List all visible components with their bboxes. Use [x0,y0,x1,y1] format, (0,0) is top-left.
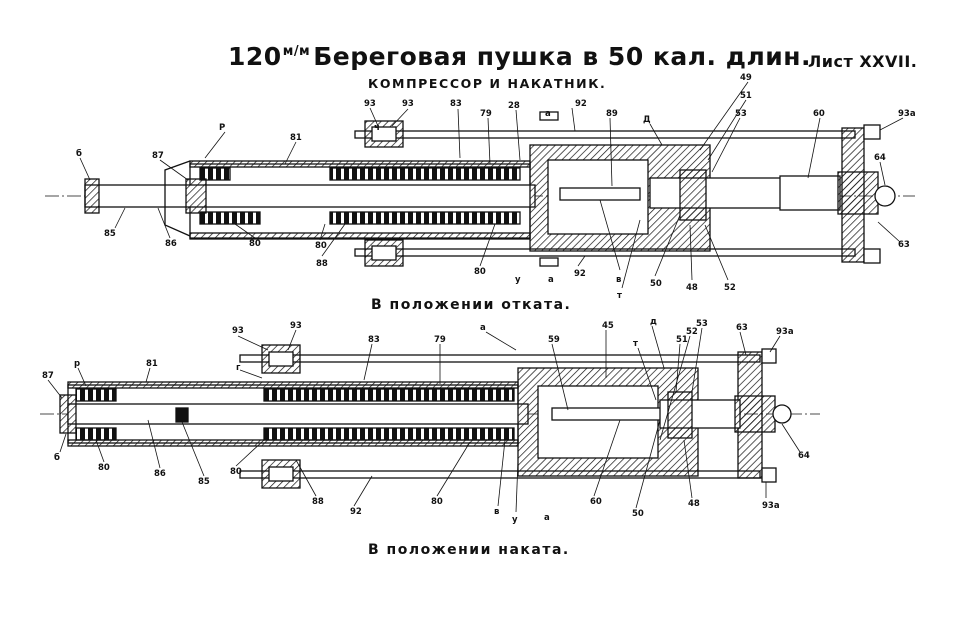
title-text: Береговая пушка в 50 кал. длин. [313,42,812,71]
label: 83 [368,335,380,345]
caption-run-out-position: В положении наката. [368,542,570,558]
label: 50 [632,509,644,519]
label: 52 [686,327,698,337]
label: 51 [676,335,688,345]
labels-top: 93 93 83 79 28 а 92 Д 49 51 53 60 93а Р … [76,73,916,301]
label: 63 [898,240,910,250]
label: 49 [740,73,752,83]
label: 52 [724,283,736,293]
label: 51 [740,91,752,101]
label: т [633,339,638,349]
label: 60 [813,109,825,119]
label: 80 [431,497,443,507]
label: 93 [232,326,244,336]
label: в [494,507,499,517]
label: 60 [590,497,602,507]
label: 63 [736,323,748,333]
label: 93 [364,99,376,109]
label: 89 [606,109,618,119]
title-number: 120 [228,42,282,71]
caption-recoil-position: В положении отката. [371,297,572,313]
label: 93 [290,321,302,331]
label: б [54,452,60,463]
label: Р [219,123,225,133]
label: г [236,363,241,373]
label: 93а [776,327,794,337]
label: 83 [450,99,462,109]
label: 86 [165,239,177,249]
label: р [74,359,80,369]
label: д [650,317,657,327]
label: б [76,148,82,159]
label: 93 [402,99,414,109]
title-unit: м/м [282,44,311,59]
label: а [548,275,554,285]
label: 85 [198,477,210,487]
recoil-position-drawing [45,111,915,267]
label: 50 [650,279,662,289]
label: 80 [474,267,486,277]
sheet-number: Лист XXVII. [808,52,918,71]
label: 92 [350,507,362,517]
label: в [616,275,621,285]
label: 92 [575,99,587,109]
label: 93а [898,109,916,119]
label: 80 [249,239,261,249]
label: 53 [735,109,747,119]
label: ч [374,123,380,133]
label: 81 [146,359,158,369]
label: 45 [602,321,614,331]
label: 92 [574,269,586,279]
label: Д [643,115,651,125]
label: 53 [696,319,708,329]
label: а [544,513,550,523]
label: 64 [798,451,810,461]
label: 88 [316,259,328,269]
drawing-subtitle: КОМПРЕССОР И НАКАТНИК. [368,76,607,91]
label: 87 [152,151,164,161]
label: 28 [508,101,520,111]
run-out-position-drawing [40,344,820,489]
labels-bottom: 93 93 83 79 а 59 45 д т 51 53 63 93а 87 … [42,317,810,525]
label: 81 [290,133,302,143]
label: 48 [686,283,698,293]
label: у [512,515,518,525]
label: 80 [315,241,327,251]
label: 88 [312,497,324,507]
label: т [617,291,622,301]
label: а [480,323,486,333]
label: а [545,109,551,119]
label: 93а [762,501,780,511]
label: 85 [104,229,116,239]
label: 48 [688,499,700,509]
label: 79 [480,109,492,119]
label: 86 [154,469,166,479]
label: 87 [42,371,54,381]
label: 64 [874,153,886,163]
label: 59 [548,335,560,345]
label: 80 [98,463,110,473]
label: у [515,275,521,285]
label: 80 [230,467,242,477]
label: 79 [434,335,446,345]
